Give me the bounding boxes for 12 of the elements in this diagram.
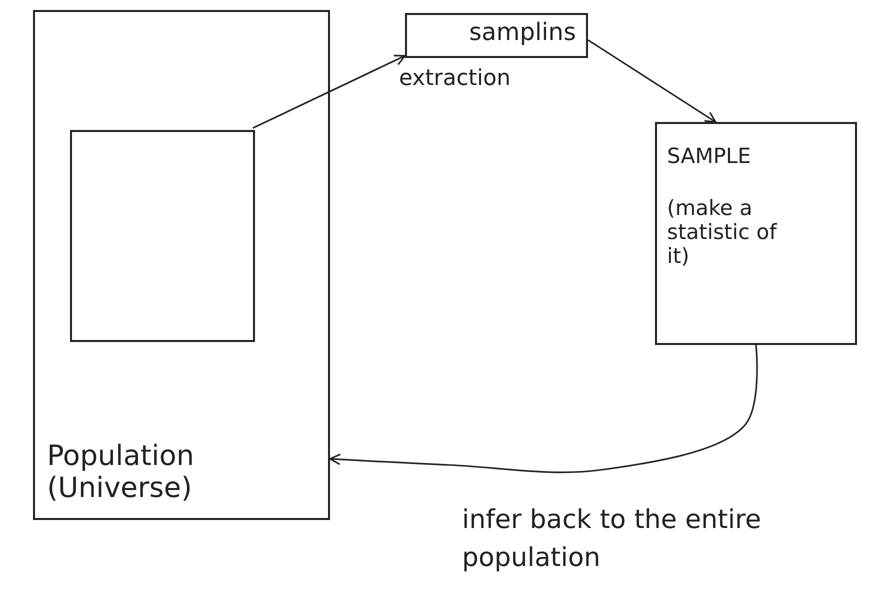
arrow	[252, 54, 406, 129]
population-label: Population (Universe)	[47, 440, 196, 504]
sampling-label: samplins	[468, 19, 576, 47]
empty-box	[70, 130, 255, 342]
beside-label: extraction	[399, 66, 511, 91]
process-box	[405, 13, 588, 58]
process-box	[33, 10, 330, 520]
process-box	[655, 122, 857, 345]
arrow	[329, 344, 758, 474]
arrow	[588, 39, 716, 123]
sample-heading: SAMPLE	[667, 144, 752, 168]
sample-note: (make a statistic of it)	[667, 196, 778, 268]
